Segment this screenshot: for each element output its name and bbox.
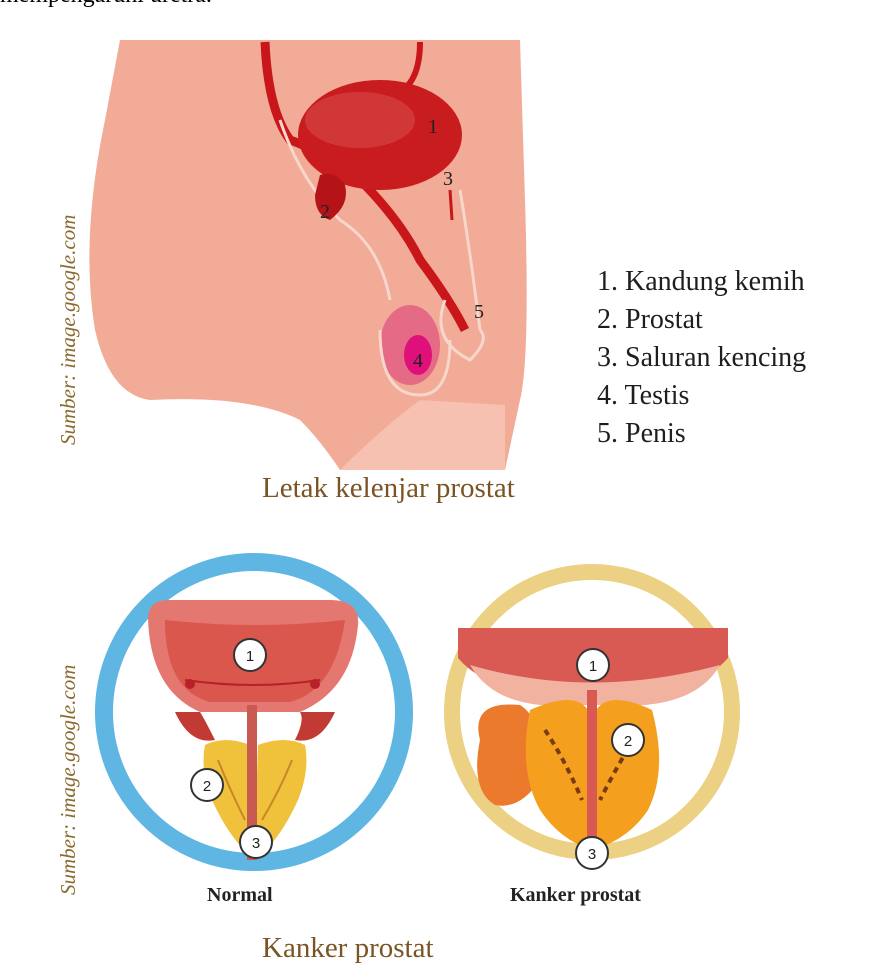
- marker-circle: 1: [234, 639, 266, 671]
- label-cancer: Kanker prostat: [510, 884, 641, 907]
- marker-number: 1: [246, 648, 254, 665]
- marker-circle: 2: [191, 769, 223, 801]
- label-normal: Normal: [207, 884, 273, 907]
- cancer-prostate: [526, 700, 592, 850]
- marker-number: 2: [624, 733, 632, 750]
- marker-number: 3: [588, 846, 596, 863]
- source-credit-bottom: Sumber: image.google.com: [56, 665, 81, 895]
- marker-circle: 3: [576, 837, 608, 869]
- marker-circle: 2: [612, 724, 644, 756]
- marker-circle: 3: [240, 826, 272, 858]
- marker-circle: 1: [577, 649, 609, 681]
- caption-prostate-cancer: Kanker prostat: [262, 932, 434, 965]
- marker-number: 3: [252, 835, 260, 852]
- marker-number: 1: [589, 658, 597, 675]
- marker-number: 2: [203, 778, 211, 795]
